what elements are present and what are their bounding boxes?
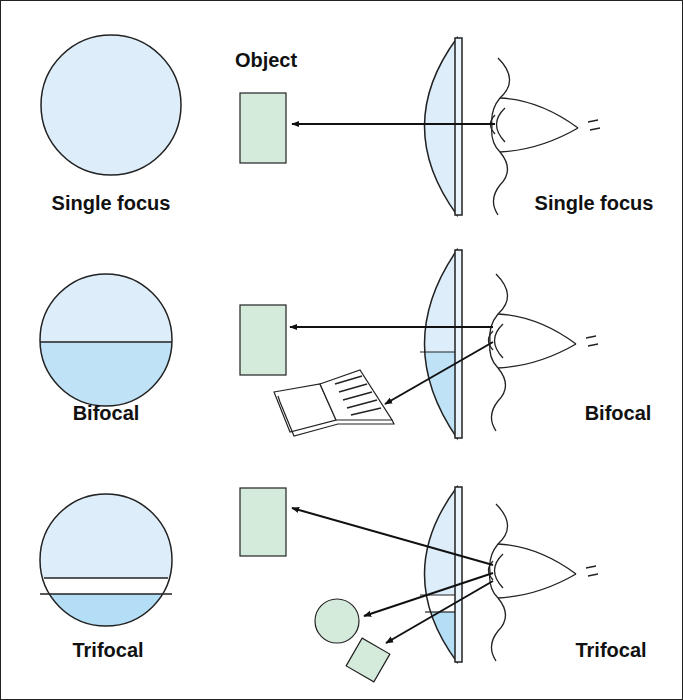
trifocal-lens-side: [400, 487, 462, 672]
lens-type-label: Bifocal: [585, 402, 652, 424]
eye-profile: [491, 58, 601, 215]
object-circle: [315, 599, 359, 643]
object-box: [240, 305, 286, 375]
object-box: [240, 488, 286, 556]
trifocal-lens-front: [30, 494, 190, 654]
single-lens-front: [41, 35, 181, 175]
lens-type-label: Trifocal: [575, 639, 646, 661]
single-lens-side: [425, 38, 463, 215]
lens-type-label: Trifocal: [72, 639, 143, 661]
object-label: Object: [235, 49, 297, 71]
lens-type-label: Bifocal: [73, 402, 140, 424]
open-book: [274, 370, 394, 436]
sight-arrow: [290, 124, 495, 643]
lens-type-label: Single focus: [535, 192, 654, 214]
lens-type-label: Single focus: [52, 192, 171, 214]
bifocal-lens-side: [400, 250, 462, 442]
object-box: [240, 93, 286, 163]
object-diamond: [346, 638, 390, 682]
bifocal-lens-front: [30, 274, 190, 422]
